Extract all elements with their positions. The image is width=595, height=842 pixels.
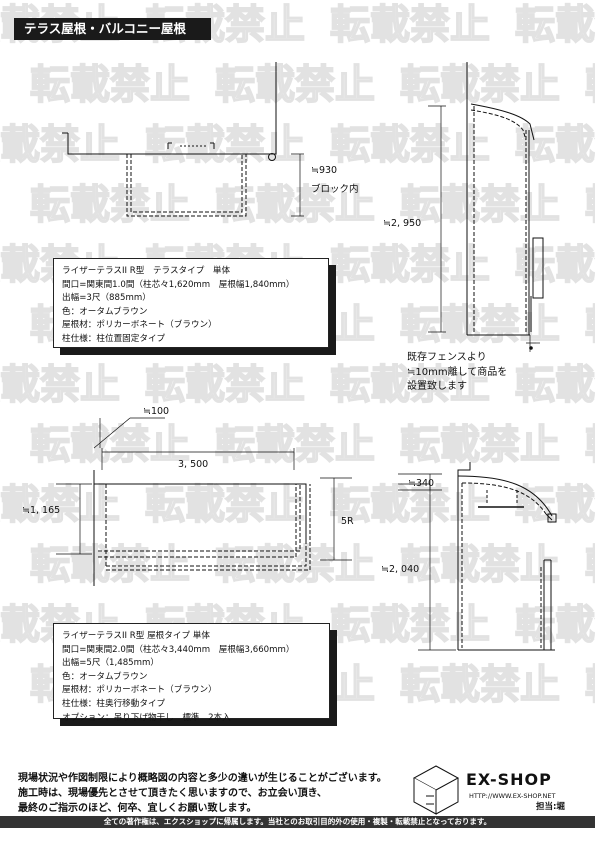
watermark-text: 転載禁止 [145, 482, 305, 528]
spec-line: オプション：吊り下げ物干し 標準 2本入 [62, 712, 231, 723]
dim-5r: 5R [341, 516, 354, 527]
dim-340: ≒340 [408, 478, 435, 489]
spec-line: 出幅=5尺（1,485mm） [62, 658, 159, 669]
top-side-view [428, 62, 544, 352]
copyright-bar: 全ての著作権は、エクスショップに帰属します。当社とのお取引目的外の使用・複製・転… [0, 816, 595, 828]
spec-line: ライザーテラスII R型 屋根タイプ 単体 [62, 631, 210, 641]
watermark-text: 転載禁止 [215, 542, 375, 588]
watermark-text: 転載禁止 [515, 482, 595, 528]
watermark-text: 転載禁止 [215, 62, 375, 108]
watermark-text: 転載禁止 [585, 62, 595, 108]
staff-label: 担当:堀 [536, 802, 565, 812]
bottom-side-view [398, 462, 557, 651]
watermark-text: 転載禁止 [400, 62, 560, 108]
watermark-text: 転載禁止 [585, 182, 595, 228]
watermark-text: 転載禁止 [330, 122, 490, 168]
watermark-text: 転載禁止 [145, 362, 305, 408]
spec-line: 出幅=3尺（885mm） [62, 293, 151, 304]
dim-2950: ≒2, 950 [383, 218, 422, 229]
footer-notice: 現場状況や作図制限により概略図の内容と多少の違いが生じることがございます。 施工… [18, 771, 387, 816]
dim-100: ≒100 [143, 406, 170, 417]
spec-line: 柱仕様：柱奥行移動タイプ [62, 698, 166, 709]
spec-line: 色：オータムブラウン [62, 671, 148, 682]
spec-line: 屋根材：ポリカーボネート（ブラウン） [62, 320, 217, 331]
watermark-text: 転載禁止 [330, 602, 490, 648]
watermark-text: 転載禁止 [515, 602, 595, 648]
watermark-text: 転載禁止 [585, 302, 595, 348]
watermark-text: 転載禁止 [330, 362, 490, 408]
watermark-text: 転載禁止 [30, 542, 190, 588]
watermark-text: 転載禁止 [585, 542, 595, 588]
dim-930: ≒930 [311, 165, 338, 176]
watermark-text: 転載禁止 [0, 122, 120, 168]
spec-line: 間口=関東間1.0間（柱芯々1,620mm 屋根幅1,840mm） [62, 279, 295, 290]
watermark-text: 転載禁止 [400, 542, 560, 588]
watermark-text: 転載禁止 [515, 362, 595, 408]
spec-line: 柱仕様：柱位置固定タイプ [62, 333, 166, 344]
spec-line: ライザーテラスII R型 テラスタイプ 単体 [62, 266, 231, 276]
watermark-text: 転載禁止 [330, 242, 490, 288]
watermark-text: 転載禁止 [330, 2, 490, 48]
top-plan-view [62, 62, 304, 217]
watermark-text: 転載禁止 [0, 362, 120, 408]
spec-line: 間口=関東間2.0間（柱芯々3,440mm 屋根幅3,660mm） [62, 644, 295, 655]
watermark-text: 転載禁止 [30, 182, 190, 228]
dim-2040: ≒2, 040 [381, 564, 420, 575]
footer-notice-line: 最終のご指示のほど、何卒、宜しくお願い致します。 [18, 803, 257, 814]
spec-line: 色：オータムブラウン [62, 306, 148, 317]
brand-name: EX-SHOP [466, 770, 552, 789]
watermark-text: 転載禁止 [400, 302, 560, 348]
dim-3500: 3, 500 [178, 459, 209, 470]
brand-url: HTTP://WWW.EX-SHOP.NET [469, 792, 556, 800]
watermark-text: 転載禁止 [30, 422, 190, 468]
fence-note-line: 設置致します [407, 381, 467, 392]
spec-box-terrace: ライザーテラスII R型 テラスタイプ 単体 間口=関東間1.0間（柱芯々1,6… [53, 258, 329, 348]
dim-1165: ≒1, 165 [22, 505, 61, 516]
watermark-text: 転載禁止 [515, 122, 595, 168]
bottom-plan-view [56, 417, 352, 586]
page-title: テラス屋根・バルコニー屋根 [14, 18, 211, 40]
watermark-text: 転載禁止 [145, 122, 305, 168]
watermark-text: 転載禁止 [400, 182, 560, 228]
logo-cube-lines [412, 765, 460, 815]
watermark-text: 転載禁止 [30, 62, 190, 108]
watermark-text: 転載禁止 [515, 242, 595, 288]
watermark-text: 転載禁止 [585, 662, 595, 708]
spec-box-roof: ライザーテラスII R型 屋根タイプ 単体 間口=関東間2.0間（柱芯々3,44… [53, 623, 330, 723]
watermark-text: 転載禁止 [400, 422, 560, 468]
watermark-text: 転載禁止 [0, 482, 120, 528]
fence-note-line: ≒10mm離して商品を [407, 366, 508, 378]
watermark-text: 転載禁止 [400, 662, 560, 708]
watermark-text: 転載禁止 [515, 2, 595, 48]
spec-line: 屋根材：ポリカーボネート（ブラウン） [62, 685, 217, 696]
dim-block-label: ブロック内 [311, 184, 359, 195]
fence-note: 既存フェンスより ≒10mm離して商品を 設置致します [407, 351, 507, 395]
footer-notice-line: 現場状況や作図制限により概略図の内容と多少の違いが生じることがございます。 [18, 773, 387, 784]
watermark-text: 転載禁止 [585, 422, 595, 468]
fence-note-line: 既存フェンスより [407, 352, 487, 363]
watermark-text: 転載禁止 [215, 422, 375, 468]
footer-notice-line: 施工時は、現場優先とさせて頂きたく思いますので、お立会い頂き、 [18, 788, 327, 799]
